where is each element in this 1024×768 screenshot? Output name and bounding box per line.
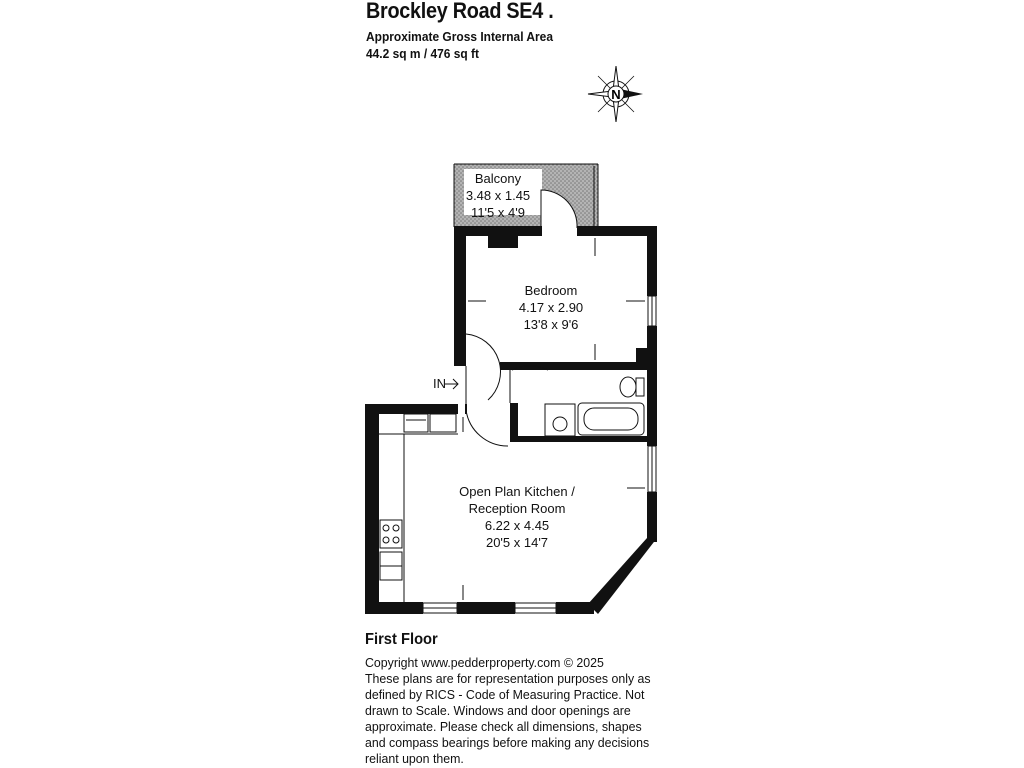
kitchen-windows bbox=[422, 602, 557, 614]
balcony-imperial: 11'5 x 4'9 bbox=[471, 205, 525, 220]
disclaimer-line: and compass bearings before making any d… bbox=[365, 735, 650, 750]
area-value: 44.2 sq m / 476 sq ft bbox=[366, 46, 480, 61]
kitchen-label: Open Plan Kitchen / Reception Room 6.22 … bbox=[459, 483, 575, 551]
entrance-door bbox=[465, 333, 501, 404]
entrance-label: IN bbox=[433, 376, 446, 391]
bedroom-name: Bedroom bbox=[524, 283, 578, 298]
disclaimer-line: Copyright www.pedderproperty.com © 2025 bbox=[365, 655, 604, 670]
kitchen-walls bbox=[365, 404, 657, 614]
entrance-arrow-icon bbox=[445, 378, 459, 390]
kitchen-dimension-arrows bbox=[462, 417, 645, 600]
kitchen-imperial: 20'5 x 14'7 bbox=[485, 535, 549, 550]
area-label: Approximate Gross Internal Area bbox=[366, 29, 553, 44]
disclaimer-line: drawn to Scale. Windows and door opening… bbox=[365, 703, 631, 718]
bedroom-label: Bedroom 4.17 x 2.90 13'8 x 9'6 bbox=[519, 282, 583, 333]
compass-icon: N bbox=[587, 65, 643, 123]
bathroom bbox=[509, 365, 650, 442]
disclaimer-line: approximate. Please check all dimensions… bbox=[365, 719, 642, 734]
disclaimer: Copyright www.pedderproperty.com © 2025 … bbox=[365, 655, 651, 767]
property-title: Brockley Road SE4 . bbox=[366, 0, 554, 23]
bedroom-imperial: 13'8 x 9'6 bbox=[523, 317, 579, 332]
balcony-name: Balcony bbox=[474, 171, 522, 186]
floor-label: First Floor bbox=[365, 631, 438, 648]
bedroom-walls bbox=[454, 226, 657, 446]
bathroom-window bbox=[647, 445, 657, 493]
disclaimer-line: defined by RICS - Code of Measuring Prac… bbox=[365, 687, 645, 702]
bedroom-dimension-arrows bbox=[468, 238, 645, 360]
disclaimer-line: reliant upon them. bbox=[365, 751, 464, 766]
bedroom-window bbox=[647, 295, 657, 327]
kitchen-name-line2: Reception Room bbox=[468, 501, 566, 516]
kitchen-metric: 6.22 x 4.45 bbox=[484, 518, 550, 533]
compass-n-label: N bbox=[611, 87, 620, 102]
kitchen-door bbox=[465, 409, 509, 447]
kitchen-name-line1: Open Plan Kitchen / bbox=[459, 484, 575, 499]
balcony-metric: 3.48 x 1.45 bbox=[465, 188, 531, 203]
balcony bbox=[453, 163, 599, 229]
kitchen-worktop bbox=[379, 413, 458, 602]
balcony-label: Balcony 3.48 x 1.45 11'5 x 4'9 bbox=[466, 170, 530, 221]
disclaimer-line: These plans are for representation purpo… bbox=[365, 671, 651, 686]
bedroom-metric: 4.17 x 2.90 bbox=[518, 300, 584, 315]
